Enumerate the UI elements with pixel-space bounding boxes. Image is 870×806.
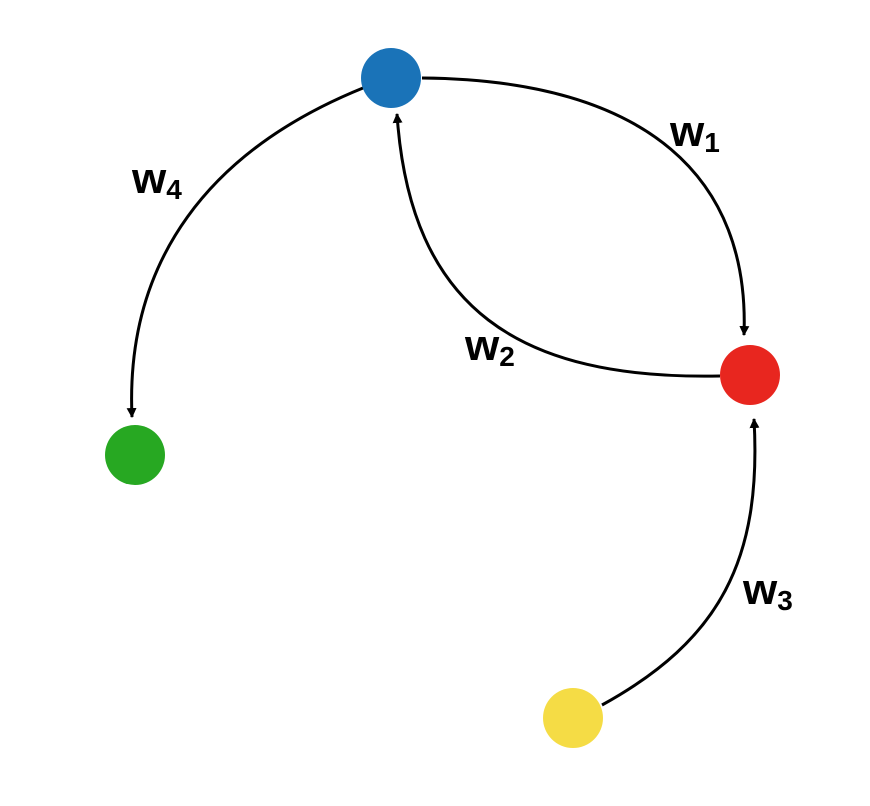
edge-label-w4-sub: 4 [166, 174, 182, 205]
edge-label-w4: w4 [131, 154, 182, 205]
edge-w1 [421, 76, 750, 336]
edge-label-w3: w3 [742, 565, 793, 616]
edge-w2 [392, 113, 721, 378]
node-red [720, 345, 780, 405]
edge-w3 [601, 418, 760, 707]
node-green [105, 425, 165, 485]
node-yellow [543, 688, 603, 748]
edge-label-w1: w1 [669, 107, 720, 158]
edge-w4 [126, 86, 364, 418]
node-blue [361, 48, 421, 108]
edge-label-w2-main: w [464, 321, 500, 370]
edge-label-w2: w2 [464, 321, 515, 372]
edge-label-w3-main: w [742, 565, 778, 614]
edge-label-w3-sub: 3 [777, 585, 793, 616]
edge-label-w1-main: w [669, 107, 705, 156]
edge-label-w4-main: w [131, 154, 167, 203]
edge-label-w2-sub: 2 [499, 341, 515, 372]
edge-label-w1-sub: 1 [704, 127, 720, 158]
